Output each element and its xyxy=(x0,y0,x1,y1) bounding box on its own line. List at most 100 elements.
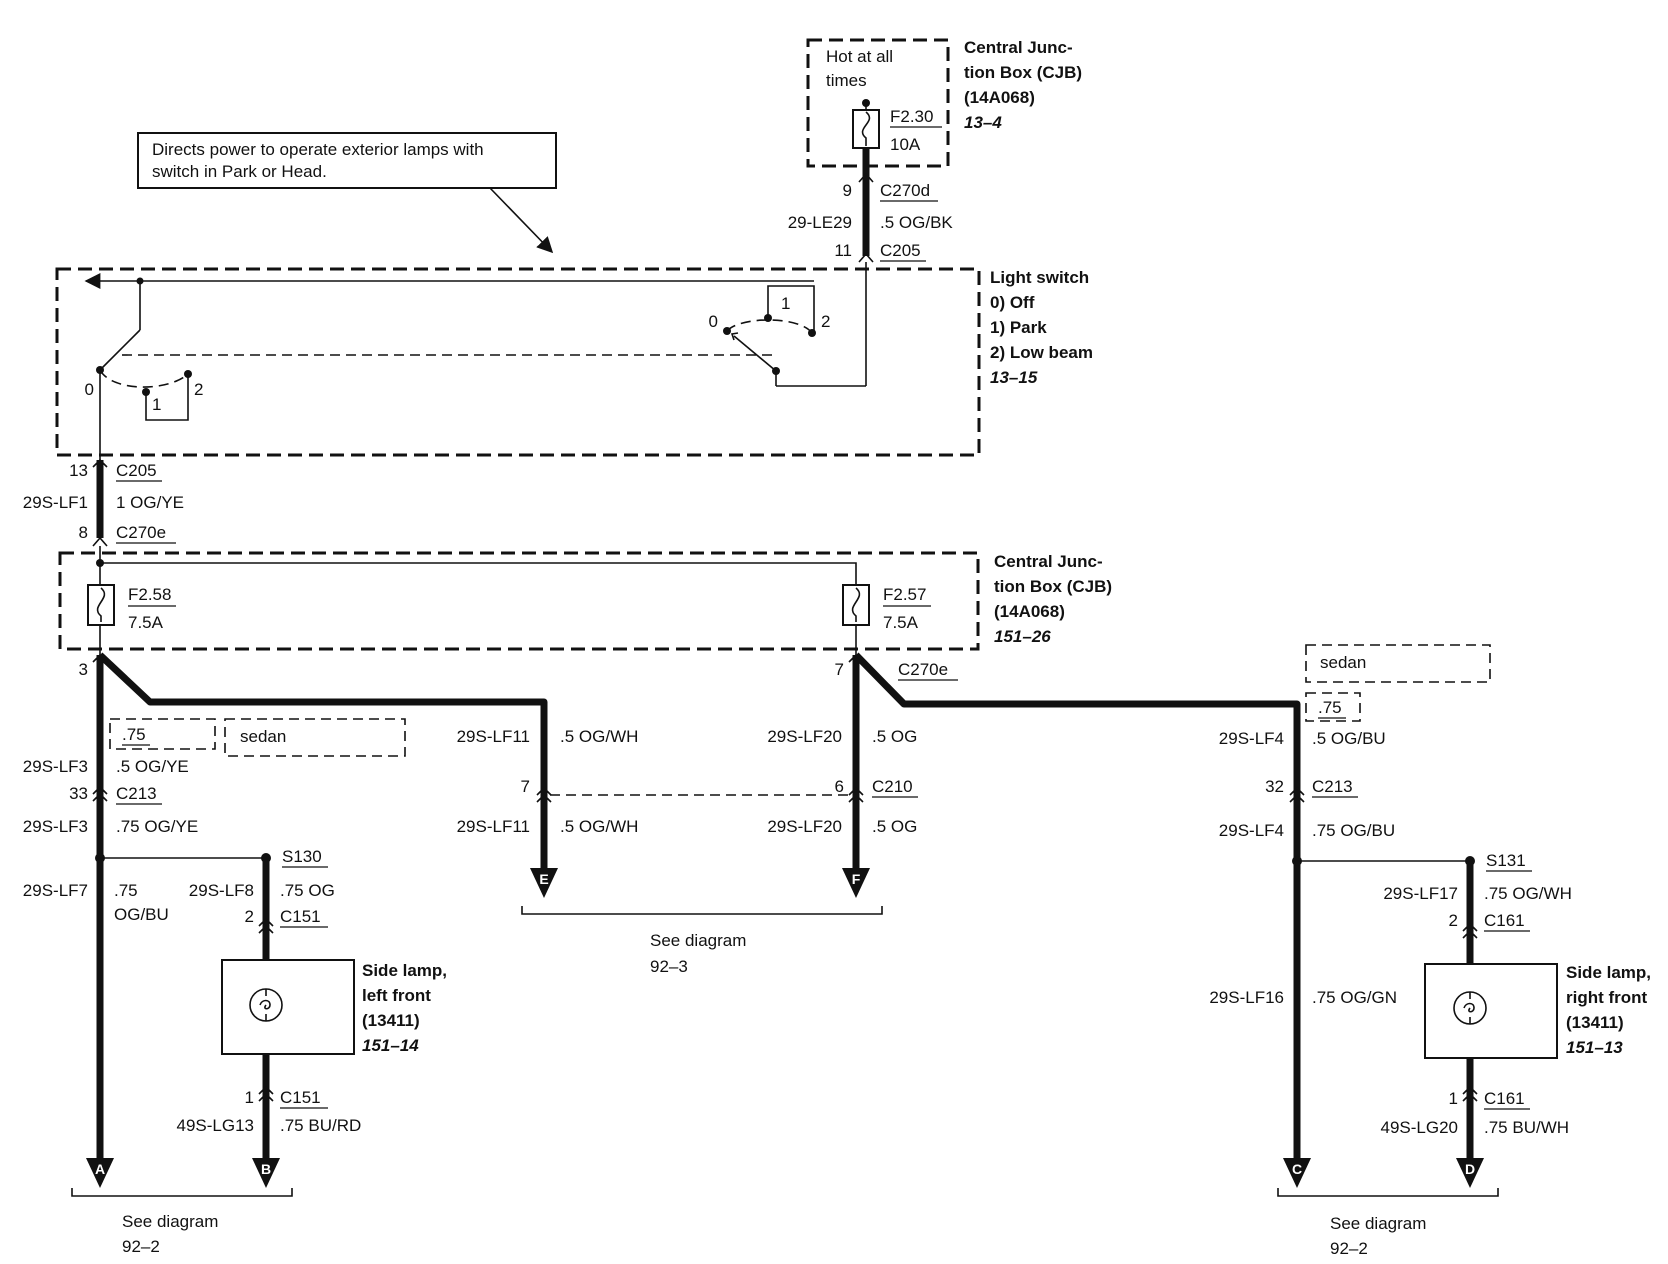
lamp-left-line-3: (13411) xyxy=(362,1011,420,1030)
light-switch-low-beam: 2) Low beam xyxy=(990,343,1093,362)
hot-at-all-times-line-1: Hot at all xyxy=(826,47,893,66)
c205-pin-11: 11 xyxy=(834,241,852,260)
lamp-left-ref: 151–14 xyxy=(362,1036,419,1055)
right-sedan-label: sedan xyxy=(1320,653,1366,672)
lf8-circuit: 29S-LF8 xyxy=(189,881,254,900)
fuse-f257-label: F2.57 xyxy=(883,585,926,604)
c270d-pin: 9 xyxy=(843,181,852,200)
le29-wire: .5 OG/BK xyxy=(880,213,953,232)
c151-pin-1: 1 xyxy=(245,1088,254,1107)
lf20-wire-a: .5 OG xyxy=(872,727,917,746)
lf4-wire-b: .75 OG/BU xyxy=(1312,821,1395,840)
lf3-circuit-b: 29S-LF3 xyxy=(23,817,88,836)
lf3-circuit-a: 29S-LF3 xyxy=(23,757,88,776)
cjb-top-ref: 13–4 xyxy=(964,113,1002,132)
c213-connector-right: C213 xyxy=(1312,777,1353,796)
lf7-wire-1: .75 xyxy=(114,881,138,900)
terminal-a-arrow xyxy=(86,1158,114,1188)
lg13-circuit: 49S-LG13 xyxy=(177,1116,255,1135)
light-switch-boundary xyxy=(55,267,981,457)
cjb-mid-title-1: Central Junc- xyxy=(994,552,1103,571)
note-line-2: switch in Park or Head. xyxy=(152,162,327,181)
terminal-a-label: A xyxy=(95,1161,105,1177)
le29-circuit: 29-LE29 xyxy=(788,213,852,232)
switch-contact-right xyxy=(733,335,777,372)
see-diagram-right-bracket xyxy=(1277,1188,1499,1197)
feed-wire-le29: 9 C270d 29-LE29 .5 OG/BK 11 C205 xyxy=(788,170,953,263)
c161-pin-1: 1 xyxy=(1449,1089,1458,1108)
middle-branch: 29S-LF11 .5 OG/WH 7 29S-LF11 .5 OG/WH 29… xyxy=(457,727,918,976)
wire-lf1: 13 C205 29S-LF1 1 OG/YE 8 C270e xyxy=(23,458,184,547)
lf4-circuit-a: 29S-LF4 xyxy=(1219,729,1284,748)
see-diagram-left-bracket xyxy=(71,1188,293,1197)
c151-pin-2: 2 xyxy=(245,907,254,926)
switch-left-pos-1: 1 xyxy=(152,395,161,414)
cjb-top-title-1: Central Junc- xyxy=(964,38,1073,57)
c270d-connector: C270d xyxy=(880,181,930,200)
cjb-mid-title-3: (14A068) xyxy=(994,602,1065,621)
hot-at-all-times-line-2: times xyxy=(826,71,867,90)
light-switch-ref: 13–15 xyxy=(990,368,1038,387)
c161-pin-2: 2 xyxy=(1449,911,1458,930)
c205-pin-13: 13 xyxy=(69,461,88,480)
splice-s131-label: S131 xyxy=(1486,851,1526,870)
c210-pin-6: 6 xyxy=(835,777,844,796)
light-switch: 0 1 2 0 1 2 Light switch 0) Off 1) Park … xyxy=(55,262,1093,460)
c213-connector-left: C213 xyxy=(116,784,157,803)
lf11-wire-a: .5 OG/WH xyxy=(560,727,638,746)
lf7-wire-2: OG/BU xyxy=(114,905,169,924)
wire-lf11-run xyxy=(97,652,548,870)
fuse-f230-rating: 10A xyxy=(890,135,921,154)
switch-contact-left xyxy=(99,329,141,371)
fuse-f230-icon xyxy=(852,109,880,149)
lg13-wire: .75 BU/RD xyxy=(280,1116,361,1135)
terminal-f-arrow xyxy=(842,868,870,898)
lamp-right-line-2: right front xyxy=(1566,988,1648,1007)
fuse-f257-rating: 7.5A xyxy=(883,613,919,632)
lf4-circuit-b: 29S-LF4 xyxy=(1219,821,1284,840)
left-sedan-label: sedan xyxy=(240,727,286,746)
see-diagram-left-1: See diagram xyxy=(122,1212,218,1231)
cjb-mid-boundary xyxy=(58,551,980,651)
lf3-wire-a: .5 OG/YE xyxy=(116,757,189,776)
see-diagram-middle-bracket xyxy=(521,906,883,915)
fuse-f257-icon xyxy=(842,584,870,626)
lamp-left-line-2: left front xyxy=(362,986,431,1005)
lf20-circuit-b: 29S-LF20 xyxy=(767,817,842,836)
note-callout: Directs power to operate exterior lamps … xyxy=(137,132,557,254)
left-branch: .75 sedan 29S-LF3 .5 OG/YE 33 C213 29S-L… xyxy=(23,718,447,1256)
terminal-e-arrow xyxy=(530,868,558,898)
lg20-circuit: 49S-LG20 xyxy=(1381,1118,1459,1137)
terminal-c-arrow xyxy=(1283,1158,1311,1188)
terminal-b-label: B xyxy=(261,1161,271,1177)
light-switch-park: 1) Park xyxy=(990,318,1047,337)
terminal-d-label: D xyxy=(1465,1161,1475,1177)
light-switch-title: Light switch xyxy=(990,268,1089,287)
left-opt-wire: .75 xyxy=(122,725,146,744)
switch-left-pos-2: 2 xyxy=(194,380,203,399)
lamp-left-line-1: Side lamp, xyxy=(362,961,447,980)
cjb-mid-title-2: tion Box (CJB) xyxy=(994,577,1112,596)
lf1-wire: 1 OG/YE xyxy=(116,493,184,512)
cjb-mid-ref: 151–26 xyxy=(994,627,1051,646)
c161-connector-top: C161 xyxy=(1484,911,1525,930)
cjb-mid: F2.58 7.5A F2.57 7.5A Central Junc- tion… xyxy=(58,546,1112,681)
side-lamp-right-front-box xyxy=(1424,963,1558,1059)
right-branch: sedan .75 29S-LF4 .5 OG/BU 32 C213 29S-L… xyxy=(1209,644,1651,1258)
see-diagram-right-1: See diagram xyxy=(1330,1214,1426,1233)
cjb-top-title-3: (14A068) xyxy=(964,88,1035,107)
lf7-circuit: 29S-LF7 xyxy=(23,881,88,900)
right-opt-wire: .75 xyxy=(1318,698,1342,717)
fuse-f230-label: F2.30 xyxy=(890,107,933,126)
lf4-wire-a: .5 OG/BU xyxy=(1312,729,1386,748)
lf16-circuit: 29S-LF16 xyxy=(1209,988,1284,1007)
splice-s130-label: S130 xyxy=(282,847,322,866)
see-diagram-middle-2: 92–3 xyxy=(650,957,688,976)
fuse-f258-rating: 7.5A xyxy=(128,613,164,632)
c213-pin-32: 32 xyxy=(1265,777,1284,796)
switch-right-pos-1: 1 xyxy=(781,294,790,313)
cjb-top-boundary xyxy=(806,38,950,168)
terminal-f-label: F xyxy=(852,871,861,887)
terminal-e-label: E xyxy=(539,871,548,887)
